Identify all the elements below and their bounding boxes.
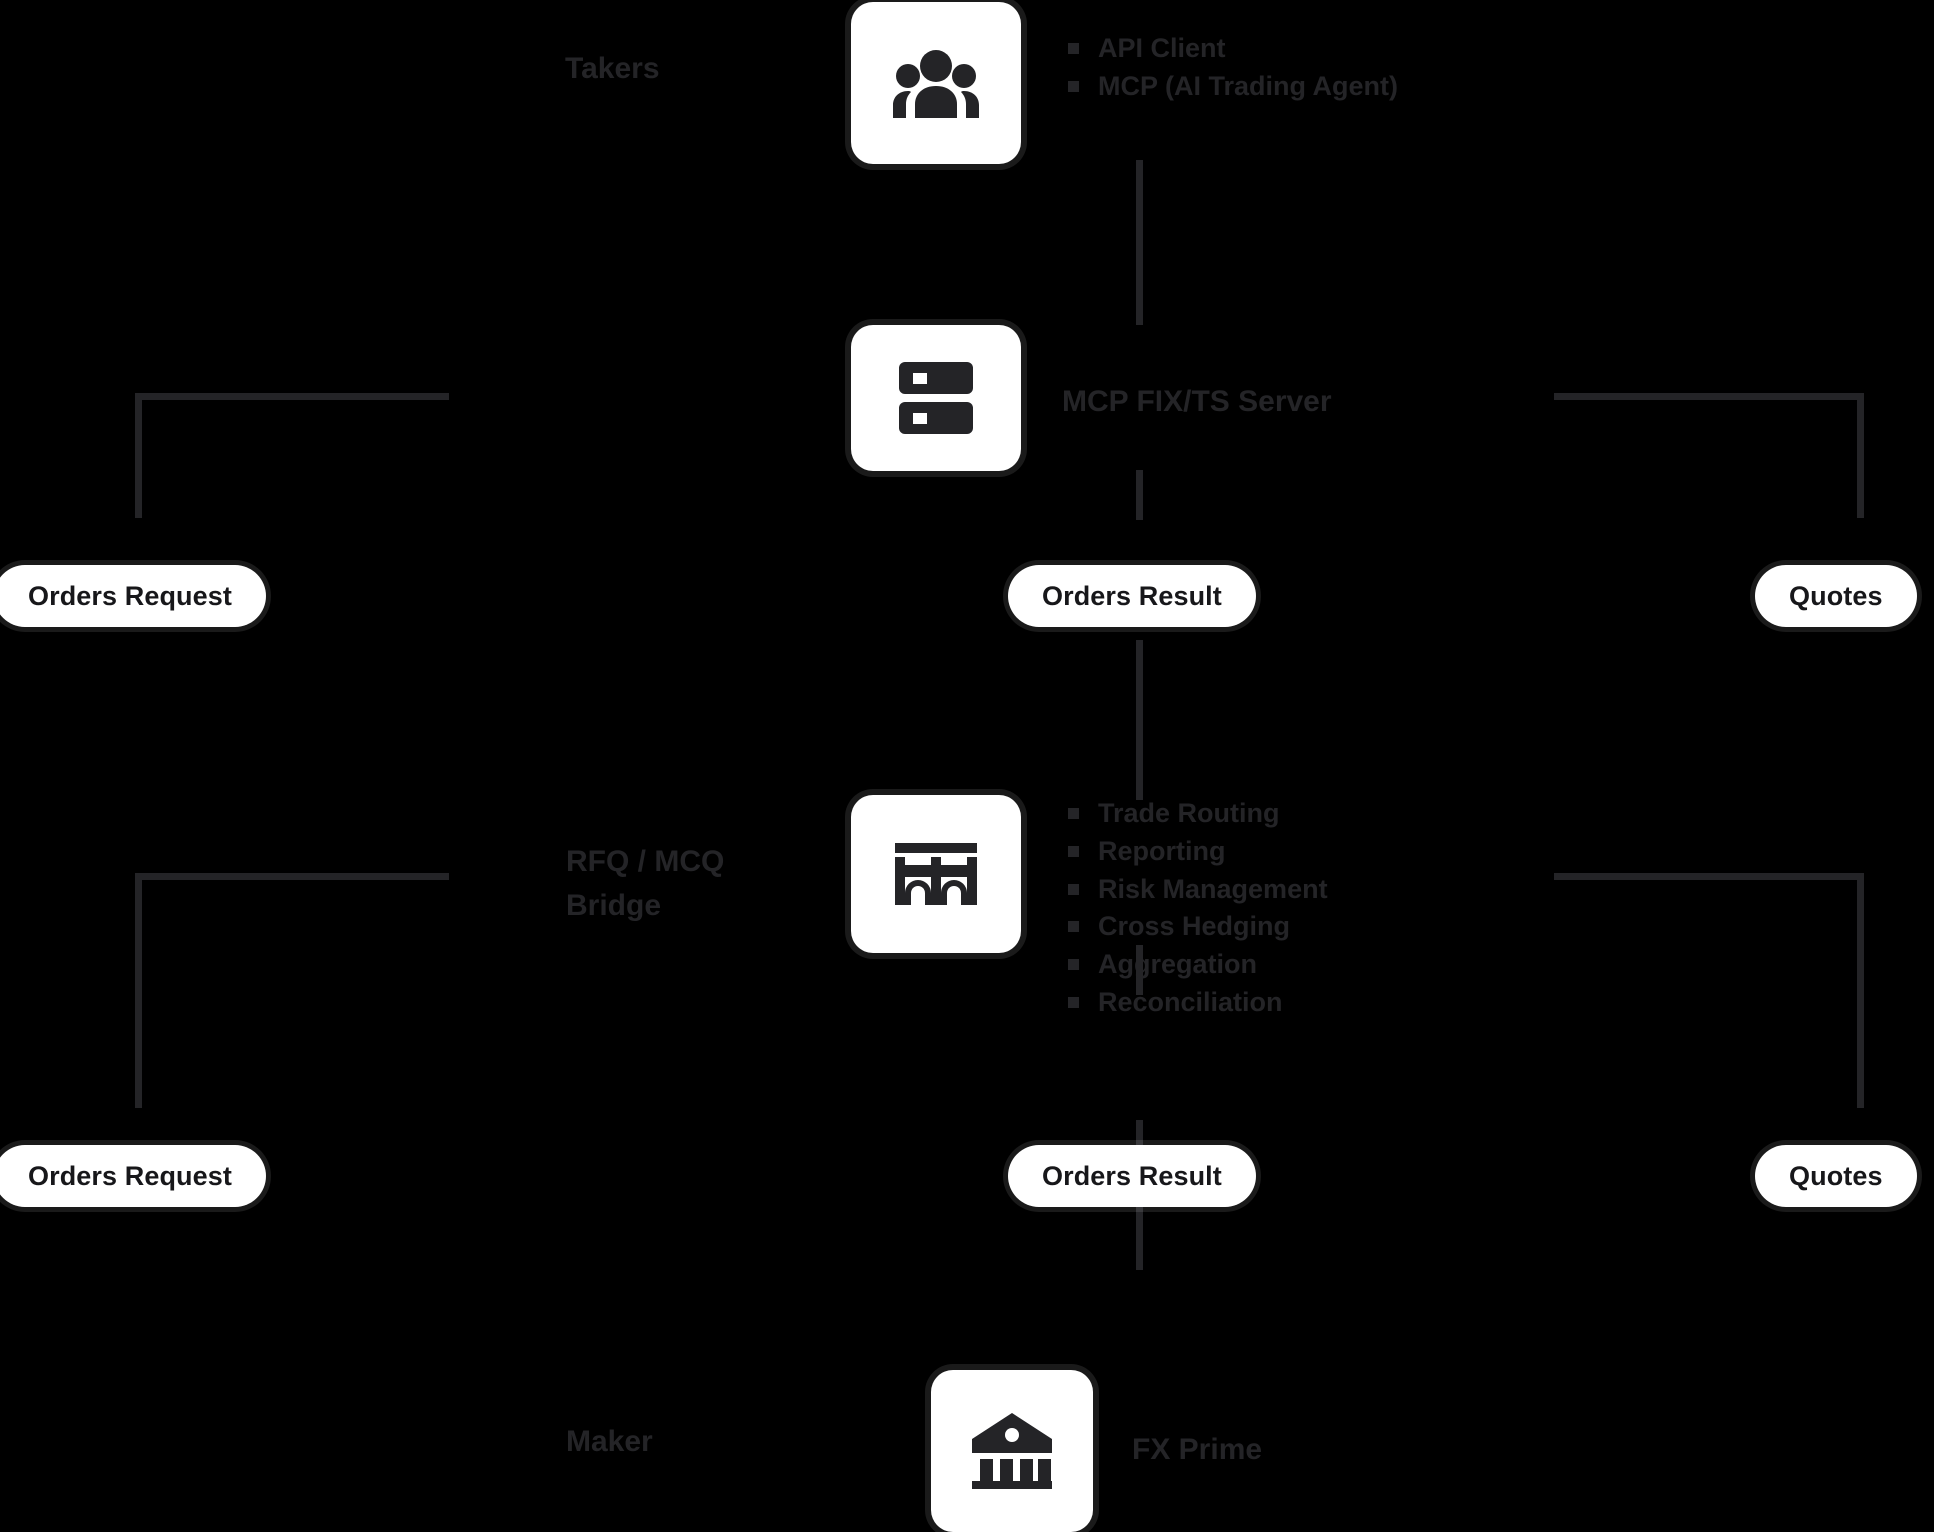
pill-quotes-top[interactable]: Quotes (1755, 565, 1917, 627)
list-item: Risk Management (1068, 871, 1328, 909)
maker-icon-tile[interactable] (931, 1370, 1093, 1532)
bridge-feature-list: Trade Routing Reporting Risk Management … (1068, 795, 1328, 1022)
connector-taker-to-server (1136, 160, 1143, 325)
pill-label: Orders Result (1042, 1160, 1222, 1191)
pill-orders-request-top[interactable]: Orders Request (0, 565, 266, 627)
pill-label: Quotes (1789, 1160, 1883, 1191)
connector-bridge-to-orders-result-bottom (1136, 945, 1143, 995)
pill-quotes-bottom[interactable]: Quotes (1755, 1145, 1917, 1207)
list-item: MCP (AI Trading Agent) (1068, 68, 1398, 106)
server-label: MCP FIX/TS Server (1062, 385, 1332, 418)
users-icon (893, 48, 979, 118)
list-item: Aggregation (1068, 946, 1328, 984)
connector-orders-result-top-to-bridge (1136, 640, 1143, 800)
connector-server-to-orders-request-top-v (135, 393, 142, 518)
maker-label: FX Prime (1132, 1433, 1263, 1466)
bank-icon (972, 1413, 1052, 1489)
pill-label: Orders Request (28, 580, 232, 611)
pill-orders-result-bottom[interactable]: Orders Result (1008, 1145, 1256, 1207)
list-item: Cross Hedging (1068, 908, 1328, 946)
bridge-icon (895, 843, 977, 905)
connector-server-to-orders-request-top-h (139, 393, 449, 400)
list-item: Reporting (1068, 833, 1328, 871)
pill-orders-request-bottom[interactable]: Orders Request (0, 1145, 266, 1207)
connector-server-to-quotes-top-v (1857, 393, 1864, 518)
connector-server-to-orders-result-top (1136, 470, 1143, 520)
pill-label: Quotes (1789, 580, 1883, 611)
taker-icon-tile[interactable] (851, 2, 1021, 164)
connector-bridge-to-quotes-bottom-h (1554, 873, 1864, 880)
connector-server-to-quotes-top-h (1554, 393, 1864, 400)
pill-label: Orders Result (1042, 580, 1222, 611)
maker-side-label: Maker (566, 1425, 653, 1458)
connector-bridge-to-orders-request-bottom-h (139, 873, 449, 880)
bridge-side-label: RFQ / MCQ Bridge (566, 845, 725, 922)
taker-feature-list: API Client MCP (AI Trading Agent) (1068, 30, 1398, 106)
connector-bridge-to-quotes-bottom-v (1857, 873, 1864, 1108)
pill-orders-result-top[interactable]: Orders Result (1008, 565, 1256, 627)
taker-side-label: Takers (565, 52, 660, 85)
list-item: Trade Routing (1068, 795, 1328, 833)
bridge-icon-tile[interactable] (851, 795, 1021, 953)
connector-bridge-to-orders-request-bottom-v (135, 873, 142, 1108)
list-item: API Client (1068, 30, 1398, 68)
server-icon-tile[interactable] (851, 325, 1021, 471)
list-item: Reconciliation (1068, 984, 1328, 1022)
server-icon (899, 362, 973, 434)
pill-label: Orders Request (28, 1160, 232, 1191)
